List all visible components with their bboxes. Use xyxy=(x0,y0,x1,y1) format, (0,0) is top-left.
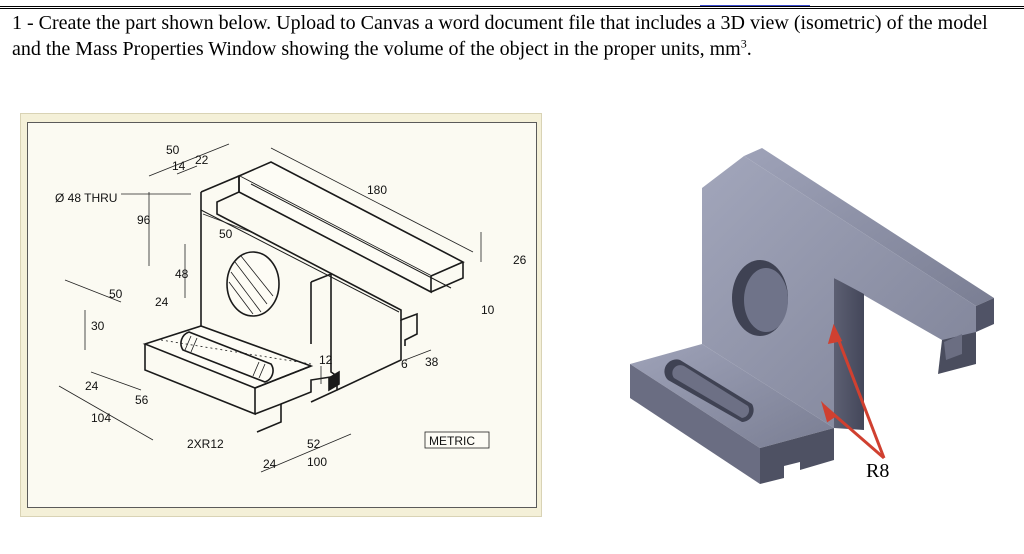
dim-104: 104 xyxy=(91,411,111,425)
drawing-svg: 50 14 22 180 Ø 48 THRU 96 50 48 26 10 50… xyxy=(55,143,527,473)
metric-label: METRIC xyxy=(429,434,475,448)
dim-30: 30 xyxy=(91,319,105,333)
header-rule xyxy=(0,6,1024,7)
dim-26: 26 xyxy=(513,253,527,267)
header-link-underline xyxy=(700,5,810,6)
dim-24-bottom: 24 xyxy=(85,379,99,393)
instructions-end: . xyxy=(746,38,752,60)
slot-callout: 2XR12 xyxy=(187,437,224,451)
hole-callout: Ø 48 THRU xyxy=(55,191,117,205)
dim-56: 56 xyxy=(135,393,149,407)
dim-24-left: 24 xyxy=(155,295,169,309)
dim-48: 48 xyxy=(175,267,189,281)
instructions-superscript: 3 xyxy=(740,36,747,51)
dim-100: 100 xyxy=(307,455,327,469)
dim-180: 180 xyxy=(367,183,387,197)
dim-14: 14 xyxy=(172,159,186,173)
dim-50-left: 50 xyxy=(109,287,123,301)
header-rule-second xyxy=(0,8,1024,9)
engineering-drawing: 50 14 22 180 Ø 48 THRU 96 50 48 26 10 50… xyxy=(20,113,542,517)
dim-96: 96 xyxy=(137,213,151,227)
instructions-text: 1 - Create the part shown below. Upload … xyxy=(12,12,988,60)
dim-24-base: 24 xyxy=(263,457,277,471)
previous-line-fragment xyxy=(0,0,1024,10)
dim-38: 38 xyxy=(425,355,439,369)
model-render xyxy=(630,148,994,484)
dim-12: 12 xyxy=(319,353,333,367)
dim-10: 10 xyxy=(481,303,495,317)
dim-6: 6 xyxy=(401,357,408,371)
assignment-instructions: 1 - Create the part shown below. Upload … xyxy=(12,10,1012,62)
dim-52: 52 xyxy=(307,437,321,451)
fillet-radius-label: R8 xyxy=(862,460,894,483)
dim-50-face: 50 xyxy=(219,227,233,241)
dim-50-top: 50 xyxy=(166,143,180,157)
dim-22: 22 xyxy=(195,153,209,167)
